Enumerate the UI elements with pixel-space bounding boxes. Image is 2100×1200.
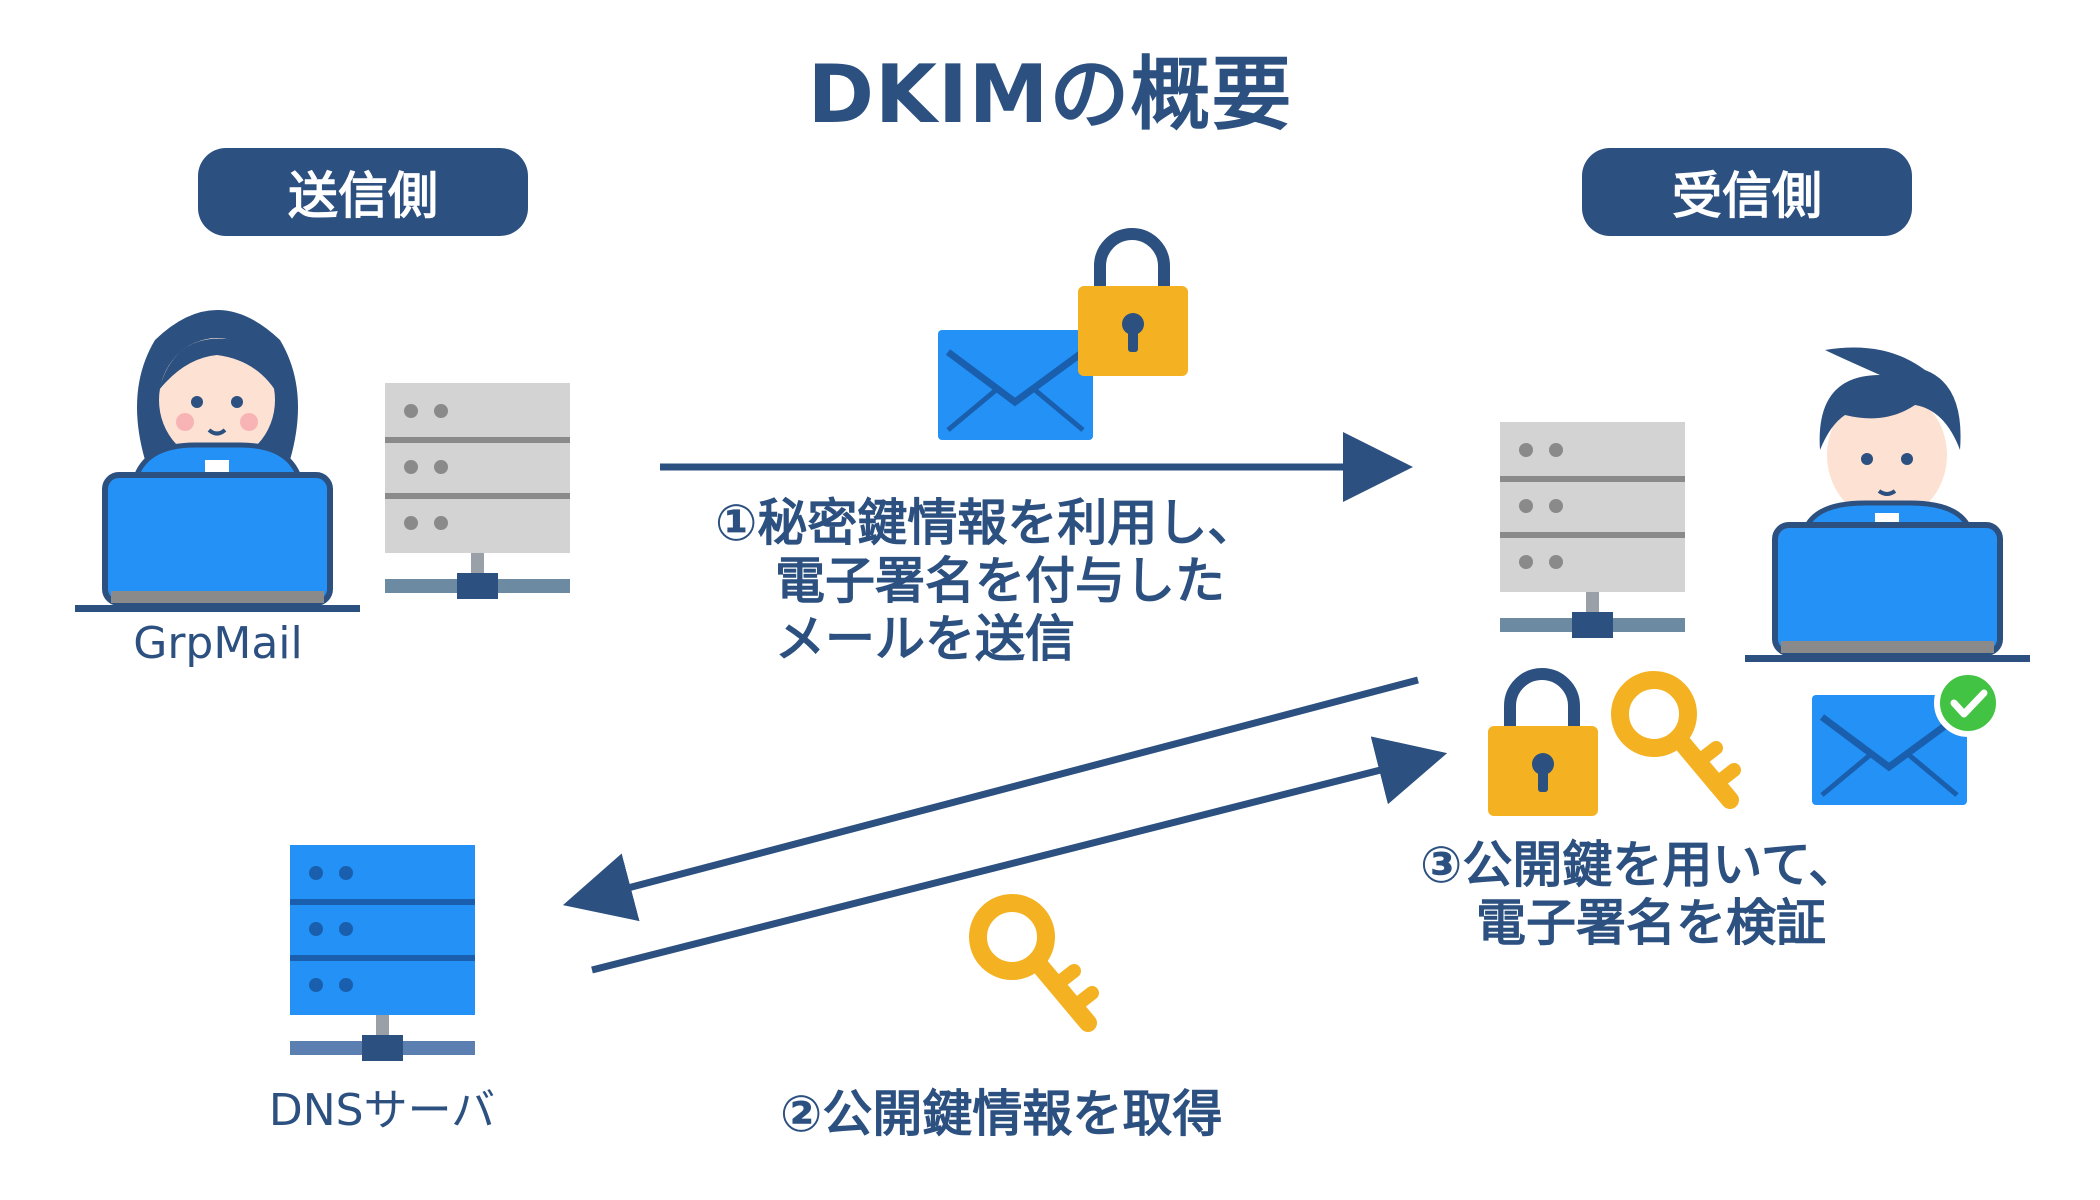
step1-line3: メールを送信 — [775, 610, 1075, 668]
sender-label: GrpMail — [133, 618, 303, 669]
step3-line2: 電子署名を検証 — [1476, 894, 1826, 952]
checkmark-icon — [1934, 669, 2002, 737]
laptop-icon-receiver — [1745, 525, 2030, 662]
key-icon-receiver — [1620, 680, 1734, 800]
woman-user-icon — [131, 310, 304, 483]
step1-line1: ①秘密鍵情報を利用し、 — [715, 494, 1258, 552]
step1-line2: 電子署名を付与した — [775, 552, 1225, 610]
step1-text: ①秘密鍵情報を利用し、 電子署名を付与した メールを送信 — [715, 494, 1257, 668]
padlock-icon-receiver — [1488, 674, 1598, 816]
step2-text: ②公開鍵情報を取得 — [780, 1085, 1223, 1143]
man-user-icon — [1801, 347, 1974, 533]
padlock-icon — [1078, 234, 1188, 376]
sender-heading: 送信側 — [198, 148, 528, 236]
response-arrow — [591, 736, 1448, 974]
key-icon — [978, 903, 1092, 1023]
step3-line1: ③公開鍵を用いて、 — [1420, 836, 1859, 894]
envelope-icon — [938, 330, 1093, 440]
query-arrow — [562, 676, 1419, 922]
dns-label: DNSサーバ — [269, 1085, 495, 1136]
dns-server-icon — [290, 845, 475, 1061]
sender-server-icon — [385, 383, 570, 599]
step3-text: ③公開鍵を用いて、 電子署名を検証 — [1420, 836, 1858, 952]
receiver-heading: 受信側 — [1582, 148, 1912, 236]
page-title: DKIMの概要 — [807, 48, 1293, 141]
laptop-icon — [75, 475, 360, 612]
receiver-server-icon — [1500, 422, 1685, 638]
